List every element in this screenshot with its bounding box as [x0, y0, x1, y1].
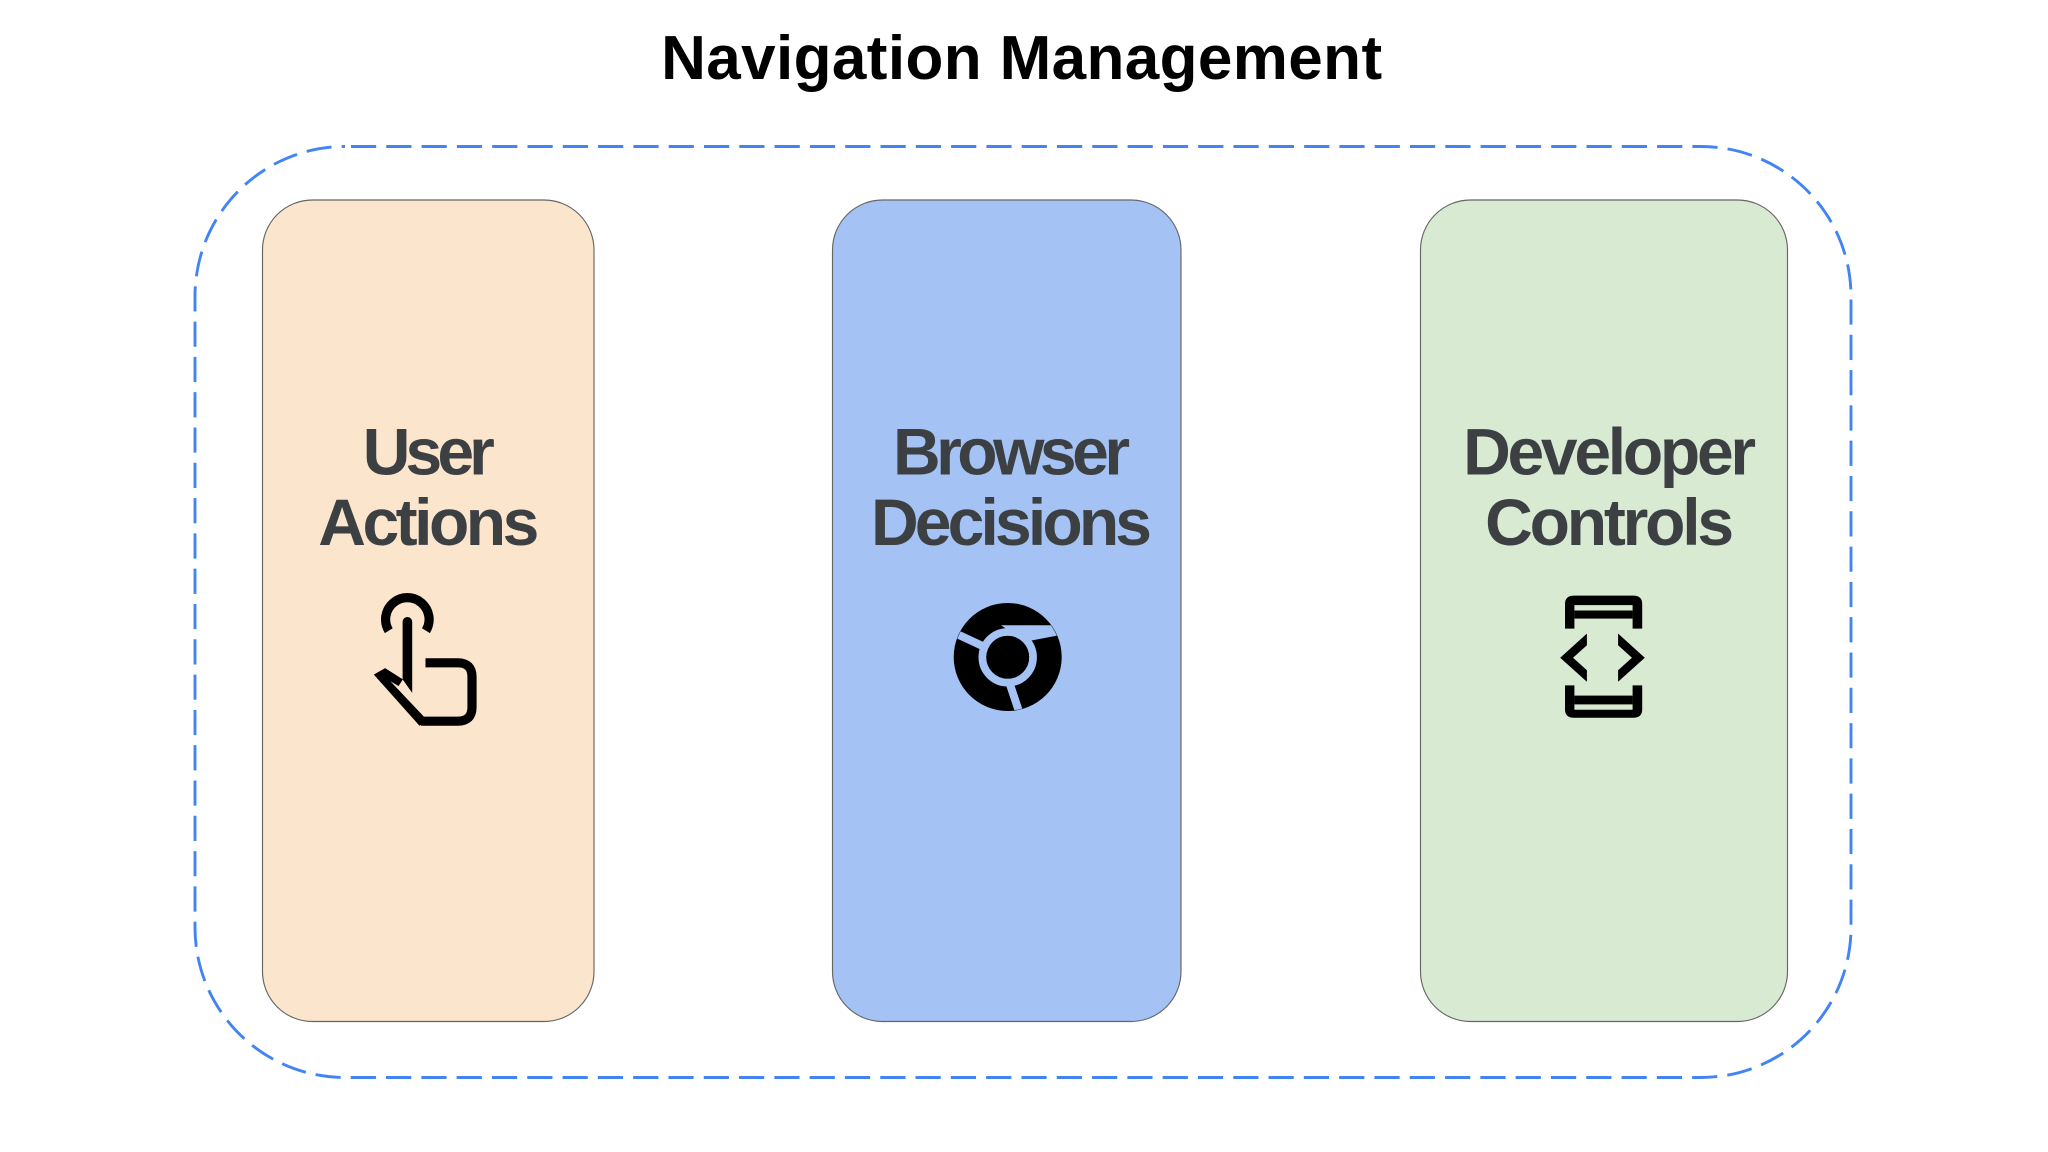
- svg-text:Controls: Controls: [1485, 485, 1734, 559]
- svg-text:Decisions: Decisions: [871, 485, 1152, 559]
- svg-text:Developer: Developer: [1463, 415, 1756, 489]
- svg-text:Actions: Actions: [318, 485, 539, 559]
- svg-text:Browser: Browser: [893, 415, 1130, 489]
- svg-text:User: User: [363, 415, 495, 489]
- svg-text:Navigation Management: Navigation Management: [661, 24, 1382, 93]
